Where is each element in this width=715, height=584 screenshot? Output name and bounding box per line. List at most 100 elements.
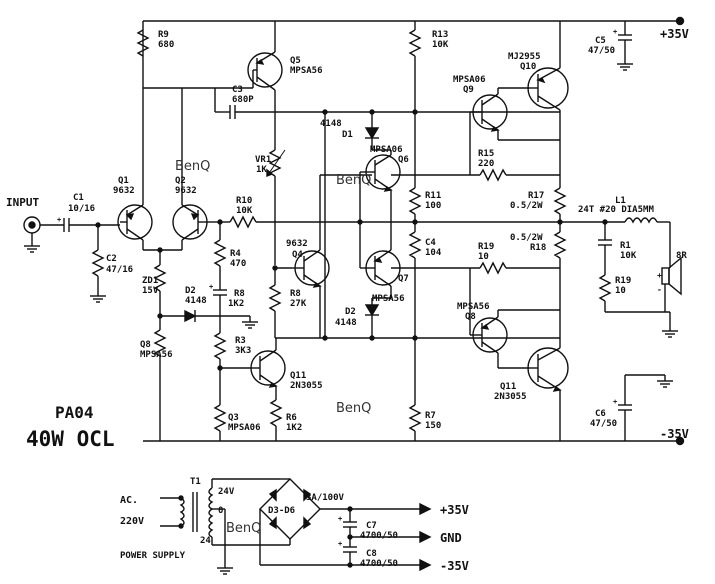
q3-ref: Q11 [290, 371, 306, 381]
r13-value: 10K [432, 40, 449, 50]
q5-ref: Q5 [290, 56, 301, 66]
q7-ref: Q7 [398, 274, 409, 284]
transistor-q9 [470, 93, 508, 132]
transistor-q6 [360, 154, 401, 192]
c4-value: 10K [620, 251, 637, 261]
r1-value: 47/16 [106, 265, 133, 275]
c3-ref: C3 [232, 85, 243, 95]
q10-value: MJ2955 [508, 52, 541, 62]
q1-value: 9632 [113, 186, 135, 196]
c5-ref: C5 [595, 36, 606, 46]
resistor-r15 [479, 168, 507, 182]
q7-value: MPSA56 [372, 294, 405, 304]
r6-value: MPSA06 [228, 423, 261, 433]
d1-ref: D1 [342, 130, 353, 140]
c3-value: 680P [232, 95, 254, 105]
r16-value: 10 [478, 252, 489, 262]
capacitor-c4 [598, 239, 612, 246]
r15-ref: R15 [478, 149, 494, 159]
c6-ref: C6 [595, 409, 606, 419]
rail-negative-wire [143, 436, 685, 446]
rail-negative-label: -35V [660, 427, 689, 441]
tap-24v: 24V [218, 487, 235, 497]
l1-value: 24T #20 DIA5MM [578, 205, 654, 215]
transistor-q3 [250, 349, 286, 388]
capacitor-c1: + [57, 216, 70, 232]
r19-label: R19 [615, 276, 631, 286]
resistor-r6 [213, 404, 227, 432]
svg-text:+: + [57, 216, 61, 224]
watermark-1: BenQ [175, 159, 210, 174]
transformer-ref: T1 [190, 477, 201, 487]
transistor-q1 [117, 204, 153, 241]
r3-value: MPSA56 [140, 350, 173, 360]
transistor-q10 [527, 67, 569, 111]
svg-text:+: + [338, 540, 342, 548]
inductor-l1 [624, 217, 658, 224]
resistor-r16 [479, 261, 507, 275]
r5-ref: R3 [235, 336, 246, 346]
watermark-2: BenQ [336, 173, 371, 188]
psu-out-neg: -35V [440, 559, 469, 573]
r8-label: R8 [290, 289, 301, 299]
q1-ref: Q1 [118, 176, 129, 186]
resistor-r10 [229, 215, 257, 229]
q2-ref: Q2 [175, 176, 186, 186]
d2-value-text: 4148 [335, 318, 357, 328]
q11-value-text: 2N3055 [494, 392, 527, 402]
speaker-label: 8R [676, 251, 687, 261]
r18-value: 0.5/2W [510, 233, 543, 243]
diode-d2 [364, 304, 380, 317]
r10-value: 10K [236, 206, 253, 216]
r14-value: 150 [425, 421, 441, 431]
svg-text:+: + [613, 398, 617, 406]
r19-value: 10 [615, 286, 626, 296]
tap-0: 0 [218, 506, 223, 516]
resistor-r4 [213, 239, 227, 267]
r4-ref: R4 [230, 249, 241, 259]
resistor-r1 [91, 249, 105, 277]
resistor-r12 [408, 231, 422, 259]
transistor-q11 [527, 347, 569, 392]
q5-value: MPSA56 [290, 66, 323, 76]
r9-ref: R9 [158, 30, 169, 40]
power-supply-section: + + [160, 478, 432, 575]
r17-value: 0.5/2W [510, 201, 543, 211]
resistor-r8 [268, 284, 282, 312]
r16-ref: R19 [478, 242, 494, 252]
r10-ref: R10 [236, 196, 252, 206]
r8-value: 27K [290, 299, 307, 309]
r3-ref: Q8 [140, 340, 151, 350]
svg-text:+: + [338, 515, 342, 523]
psu-out-gnd: GND [440, 531, 462, 545]
transistor-q5 [247, 51, 283, 91]
transformer-secondary [208, 487, 214, 538]
model-title: PA04 [55, 403, 94, 422]
r9-value: 680 [158, 40, 174, 50]
rail-positive-wire [143, 16, 685, 26]
q9-value: MPSA06 [453, 75, 486, 85]
r12-value: 104 [425, 248, 442, 258]
resistor-r19 [598, 274, 612, 302]
d1-value: 4148 [320, 119, 342, 129]
watermark-3: BenQ [336, 401, 371, 416]
capacitor-c6: + [613, 398, 632, 411]
rail-positive-label: +35V [660, 27, 689, 41]
svg-text:+: + [613, 28, 617, 36]
r11-value: 100 [425, 201, 441, 211]
q9-ref: Q9 [463, 85, 474, 95]
r2-ref: ZD1 [142, 276, 158, 286]
bridge-ref: D3-D6 [268, 506, 295, 516]
svg-text:+: + [657, 271, 662, 280]
bridge-rating: 3A/100V [306, 493, 345, 503]
svg-text:-: - [657, 285, 662, 294]
resistor-r14 [408, 404, 422, 432]
tap-24: 24 [200, 536, 211, 546]
resistor-r3 [153, 329, 167, 357]
transformer-primary [179, 497, 185, 527]
c8-value: 4700/50 [360, 559, 398, 569]
q10-ref: Q10 [520, 62, 536, 72]
resistor-r7 [269, 399, 283, 427]
input-jack[interactable] [23, 216, 41, 253]
